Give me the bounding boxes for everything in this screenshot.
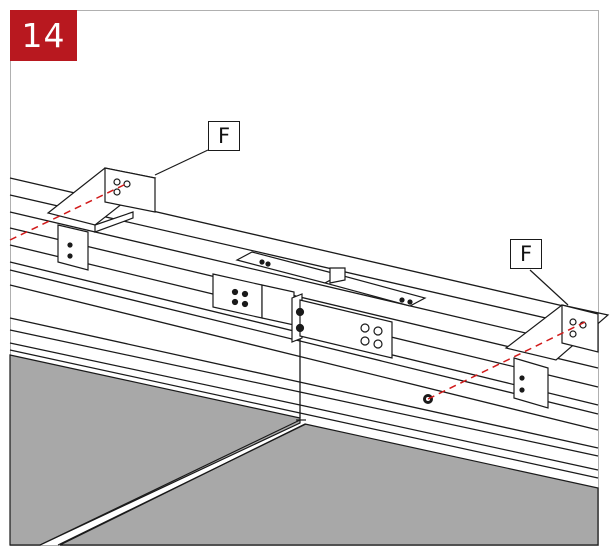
part-callout-right: F: [510, 239, 542, 269]
mounting-bracket-right: [504, 304, 610, 409]
alignment-guide-lines: [9, 182, 586, 400]
callout-leaders: [154, 149, 569, 306]
part-callout-left: F: [208, 121, 240, 151]
mounting-bracket-left: [46, 167, 157, 271]
ceiling-grid-rails: [9, 329, 599, 546]
ceiling-panel-left: [9, 354, 301, 546]
center-connector-brackets: [212, 251, 427, 359]
step-number-badge: 14: [10, 10, 77, 61]
